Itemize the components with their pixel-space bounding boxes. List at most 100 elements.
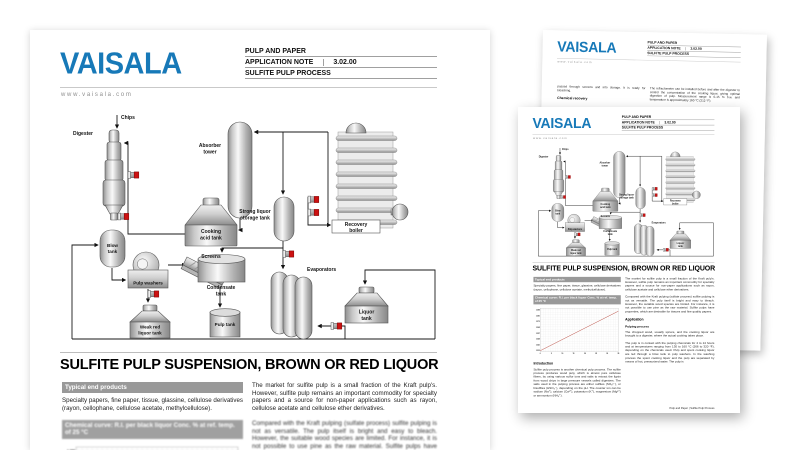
note-header-block: PULP AND PAPER APPLICATION NOTE 3.02.00 … — [245, 46, 437, 79]
note-title-row: SULFITE PULP PROCESS — [647, 50, 741, 59]
sensor-icon-recovery-1 — [652, 187, 658, 191]
svg-text:Pulp tank: Pulp tank — [607, 248, 618, 251]
svg-text:Blow: Blow — [555, 211, 561, 213]
svg-text:Strong liquor: Strong liquor — [239, 209, 270, 215]
svg-text:1.365: 1.365 — [536, 327, 540, 329]
svg-text:20: 20 — [584, 353, 586, 355]
svg-text:1.349: 1.349 — [536, 337, 540, 340]
note-category: PULP AND PAPER — [621, 115, 652, 120]
blow-tank-vessel — [99, 229, 126, 268]
svg-text:tank: tank — [556, 213, 561, 216]
svg-text:1.381: 1.381 — [536, 315, 540, 317]
svg-text:boiler: boiler — [672, 202, 679, 205]
svg-text:tank: tank — [108, 249, 118, 254]
compared-paragraph: Compared with the Kraft pulping (sulfate… — [252, 419, 437, 450]
svg-text:acid tank: acid tank — [600, 206, 611, 209]
pulping-process-heading: Pulping process — [625, 325, 650, 329]
page2-right-paragraph: The refractometer can be installed befor… — [649, 86, 741, 103]
typical-end-products-text: Specialty papers, fine paper, tissue, gl… — [533, 284, 621, 292]
sensor-icon-evaporator-feed — [663, 248, 669, 252]
vaisala-logo: VAISALA — [60, 47, 182, 81]
process-diagram: Chips Digester Absorber tower Cooking ac… — [60, 108, 460, 348]
market-paragraph: The market for sulfite pulp is a small f… — [252, 382, 437, 413]
weak-red-liquor-tank — [129, 304, 171, 339]
svg-text:Strong liquor: Strong liquor — [619, 193, 634, 196]
svg-text:Recovery: Recovery — [670, 200, 681, 203]
page-header: VAISALA www.vaisala.com PULP AND PAPER A… — [543, 30, 767, 64]
sensor-icon-strong-liquor — [282, 250, 295, 258]
chemical-curve-chart-svg: 1.333 1.341 1.349 1.357 1.365 1.373 1.38… — [536, 307, 620, 355]
right-column: The market for sulfite pulp is a small f… — [625, 277, 714, 367]
svg-text:Liquor: Liquor — [677, 242, 685, 245]
note-title: SULFITE PULP PROCESS — [245, 70, 331, 77]
section-title: SULFITE PULP SUSPENSION, BROWN OR RED LI… — [532, 264, 716, 273]
svg-text:10: 10 — [562, 353, 564, 355]
sensor-icon-digester-feed — [565, 175, 571, 179]
svg-text:Cooking: Cooking — [601, 203, 611, 206]
svg-text:Evaporators: Evaporators — [307, 267, 336, 273]
svg-text:Screens: Screens — [201, 254, 221, 260]
process-diagram: Chips Digester Absorber tower Cooking ac… — [532, 145, 725, 261]
sensor-icon-digester-feed — [127, 171, 140, 179]
sulfite-process-diagram-svg: Chips Digester Absorber tower Cooking ac… — [71, 115, 436, 340]
svg-text:tank: tank — [608, 233, 614, 236]
svg-text:Digester: Digester — [539, 156, 549, 159]
svg-text:Blow: Blow — [107, 243, 118, 248]
svg-text:Pulp washers: Pulp washers — [133, 281, 163, 286]
note-title: SULFITE PULP PROCESS — [621, 126, 664, 130]
typical-end-products-bar: Typical end products — [62, 382, 243, 394]
introduction-text: Sulfite pulp process is another chemical… — [533, 367, 621, 398]
page2-left-paragraph: passed through screens and into storage.… — [557, 84, 646, 93]
sensor-icon-recovery-2 — [307, 208, 320, 217]
svg-text:Absorber: Absorber — [600, 161, 611, 164]
sensor-icon-recovery-1 — [307, 195, 320, 204]
pulping-paragraph-1: The chopped wood, usually spruce, and th… — [625, 330, 715, 338]
pulp-washers — [565, 213, 585, 232]
chemical-curve-chart: 1.333 1.341 1.349 1.357 1.365 1.373 1.38… — [533, 307, 620, 358]
chemical-curve-bar: Chemical curve: R.I. per black liquor Co… — [533, 295, 621, 305]
note-header-block: PULP AND PAPER APPLICATION NOTE 3.02.00 … — [647, 39, 742, 59]
thumbnail-application-note-page1[interactable]: VAISALA www.vaisala.com PULP AND PAPER A… — [518, 107, 740, 413]
note-category-row: PULP AND PAPER — [621, 115, 715, 121]
svg-text:1.389: 1.389 — [536, 309, 540, 311]
sensor-icon-recovery-2 — [652, 193, 658, 197]
note-title-row: SULFITE PULP PROCESS — [621, 125, 715, 131]
evaporators-vessels — [270, 271, 313, 340]
liquor-tank-vessel — [669, 230, 692, 249]
svg-text:35: 35 — [618, 353, 620, 355]
svg-text:5: 5 — [551, 353, 552, 355]
svg-text:storage tank: storage tank — [240, 216, 270, 222]
website-url: www.vaisala.com — [61, 92, 133, 98]
note-number-row: APPLICATION NOTE 3.02.00 — [621, 120, 715, 126]
cooking-acid-tank — [592, 187, 619, 212]
sensor-icon-evaporator-feed — [330, 322, 343, 330]
sensor-icon-washer-outlet — [574, 232, 581, 237]
svg-text:tower: tower — [602, 165, 608, 168]
weak-red-liquor-tank — [565, 239, 586, 256]
svg-text:Cooking: Cooking — [201, 229, 221, 235]
note-number: 3.02.00 — [685, 47, 702, 51]
chart-curve-line — [540, 310, 619, 351]
chart-y-ticks: 1.333 1.341 1.349 1.357 1.365 1.373 1.38… — [67, 449, 75, 450]
strong-liquor-storage-tank — [273, 196, 295, 242]
main-application-note-page1[interactable]: VAISALA www.vaisala.com PULP AND PAPER A… — [30, 30, 490, 450]
chemical-recovery-heading: Chemical recovery — [557, 96, 588, 101]
svg-text:Screens: Screens — [601, 215, 611, 218]
svg-text:15: 15 — [573, 353, 575, 355]
note-type-label: APPLICATION NOTE — [621, 120, 655, 125]
svg-text:1.373: 1.373 — [536, 321, 540, 323]
market-paragraph: The market for sulfite pulp is a small f… — [625, 276, 715, 292]
pulp-washers — [127, 251, 169, 289]
vaisala-logo: VAISALA — [557, 38, 617, 57]
note-type-label: APPLICATION NOTE — [245, 59, 314, 66]
svg-text:25: 25 — [595, 353, 597, 355]
typical-end-products-bar: Typical end products — [533, 276, 621, 283]
note-number-row: APPLICATION NOTE 3.02.00 — [245, 57, 437, 68]
left-column: Typical end products Specialty papers, f… — [533, 276, 621, 401]
sensor-icon-digester-outlet — [117, 212, 130, 221]
sensor-icon-digester-outlet — [560, 195, 566, 199]
svg-text:Condensate: Condensate — [207, 285, 236, 291]
application-heading: Application — [625, 318, 644, 322]
page: VAISALA www.vaisala.com PULP AND PAPER A… — [30, 30, 490, 450]
